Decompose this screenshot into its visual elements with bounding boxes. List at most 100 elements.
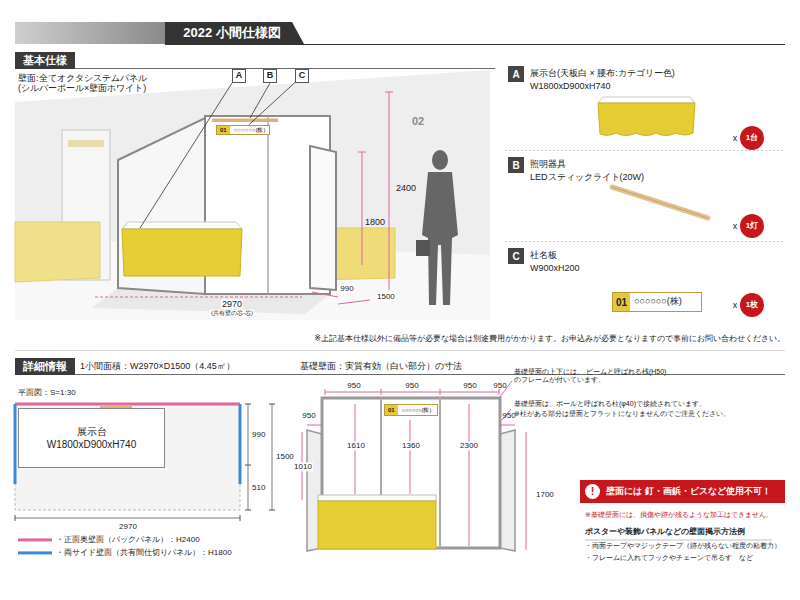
item-size: W900xH200: [530, 263, 580, 273]
spec-text: 壁面:全てオクタシステムパネル (シルバーポール×壁面ホワイト): [18, 73, 198, 94]
warning-note: ※基礎壁面には、損傷や跡が残るような加工はできません。: [585, 511, 773, 519]
section-band: 詳細情報: [15, 358, 75, 375]
dimension-label: 950: [405, 381, 418, 390]
legend-line-sample: [18, 552, 52, 555]
heading-text: ポスターや装飾パネルなどの壁面掲示方法例: [585, 528, 745, 537]
neighbor-table: [15, 222, 100, 282]
dimension-note: (共有壁の芯-芯): [210, 310, 254, 317]
dimension-line: [15, 515, 16, 521]
dimension-line: [269, 404, 275, 405]
dimension-label: 1360: [401, 441, 421, 450]
warning-mark: !: [591, 485, 595, 497]
rule-line: [15, 68, 495, 69]
dimension-label: 950: [502, 411, 515, 420]
dimension-line: [440, 389, 441, 395]
leader-line: [249, 82, 295, 125]
section-title: 詳細情報: [23, 360, 67, 372]
leader-line: [250, 83, 270, 118]
plan-floor: [15, 404, 240, 510]
sign-text: 01: [217, 126, 230, 134]
dimension-label: 2970: [119, 522, 137, 531]
person-figure: [422, 172, 458, 305]
dimension-label: 510: [252, 483, 265, 492]
dimension-label: 2300: [459, 441, 479, 450]
dimension-line: [389, 92, 390, 290]
dimension-line: [312, 292, 338, 297]
section-band: 基本仕様: [15, 52, 75, 69]
legend-text: ・正面奥壁面（バックパネル）：H2400: [56, 535, 200, 544]
multiply-sign: x: [733, 300, 738, 310]
booth-number: 02: [412, 115, 424, 128]
method-text: ・両面テープやマジックテープ（跡が残らない程度の粘着力）: [585, 542, 781, 550]
legend-item: ・正面奥壁面（バックパネル）：H2400: [18, 535, 200, 544]
dimension-line: [358, 152, 366, 153]
sign-text: ○○○○○○(株): [398, 405, 436, 415]
neighbor-sign: [68, 140, 104, 147]
dimension-line: [245, 465, 251, 466]
sign-text: 01: [613, 293, 630, 311]
dimension-label: 950: [493, 381, 506, 390]
legend-text: ・両サイド壁面（共有間仕切りパネル）：H1800: [56, 548, 232, 557]
item-letter-box: A: [508, 66, 524, 82]
dimension-label: 950: [347, 381, 360, 390]
quantity-badge: 1台: [740, 126, 764, 150]
sign-text: ○○○○○○(株): [630, 293, 686, 311]
person-figure: [432, 150, 448, 170]
section-title: 基本仕様: [23, 54, 67, 66]
table-top: [598, 97, 695, 103]
dimension-line: [381, 389, 382, 395]
dimension-line: [248, 404, 249, 510]
underline: [585, 540, 772, 541]
table-top: [318, 495, 436, 501]
dimension-label: 1800: [365, 217, 385, 227]
note-text: 基礎壁面の上下には、 ビームと呼ばれる桟(H50)のフレームが付いています。: [514, 368, 749, 384]
separator-line: [505, 150, 785, 151]
rule-line: [15, 350, 785, 351]
dimension-line: [307, 425, 322, 426]
table-text: 展示台: [77, 426, 107, 437]
dimension-label: 1010: [293, 462, 313, 471]
leader-line: [140, 83, 232, 228]
table-text: W1800xD900xH740: [47, 439, 137, 450]
separator-line: [505, 241, 785, 242]
legend-line-sample: [18, 539, 52, 542]
table-plan-box: 展示台 W1800xD900xH740: [18, 408, 165, 468]
company-sign: 01○○○○○○(株): [612, 292, 702, 312]
dimension-line: [362, 152, 363, 265]
heading-text: 基礎壁面：実質有効（白い部分）の寸法: [300, 361, 462, 371]
dimension-label: 1500: [276, 452, 294, 461]
method-text: ・フレームに入れてフックやチェーンで吊るす など: [585, 554, 753, 562]
dimension-line: [15, 518, 240, 519]
callout-letter: C: [299, 71, 306, 81]
item-size: LEDスティックライト(20W): [530, 172, 644, 182]
dimension-label: 1500: [376, 292, 396, 301]
callout-box: A: [232, 69, 246, 83]
company-sign: 01○○○○○○(株): [216, 125, 270, 135]
dimension-line: [245, 510, 251, 511]
sign-text: 01: [385, 405, 398, 415]
table-skirt: [598, 103, 695, 136]
item-letter: B: [512, 160, 519, 171]
item-size: W1800xD900xH740: [530, 81, 611, 91]
multiply-sign: x: [733, 221, 738, 231]
warning-banner: 壁面には 釘・画鋲・ビスなど使用不可！!: [580, 480, 785, 503]
area-text: 1小間面積：W2970×D1500（4.45㎡）: [80, 361, 235, 371]
item-letter: C: [512, 251, 519, 262]
quantity-text: 1枚: [746, 301, 758, 310]
table-skirt: [122, 229, 242, 276]
multiply-sign: x: [733, 133, 738, 143]
sign-text: ○○○○○○(株): [230, 126, 270, 134]
dimension-line: [245, 404, 251, 405]
dimension-label: 950: [302, 411, 315, 420]
panel-pole: [439, 398, 441, 548]
person-bag: [416, 240, 430, 256]
quantity-text: 1灯: [746, 222, 758, 231]
dimension-line: [385, 92, 393, 93]
led-light: [612, 187, 708, 218]
page-title: 2022 小間仕様図: [183, 26, 281, 41]
dimension-label: 990: [339, 284, 354, 293]
led-light: [212, 119, 278, 123]
side-panel: [500, 430, 515, 551]
dimension-line: [325, 389, 326, 395]
panel-pole: [267, 116, 269, 294]
